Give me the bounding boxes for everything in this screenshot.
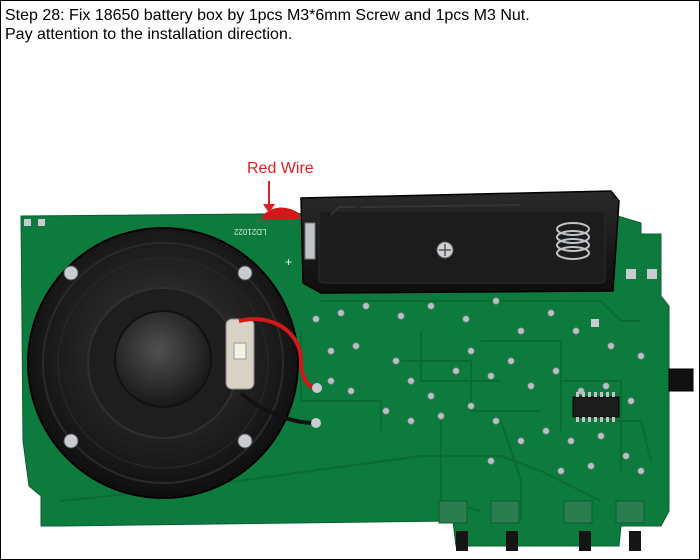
caption: Step 28: Fix 18650 battery box by 1pcs M… [5, 6, 695, 44]
red-wire-cap [263, 207, 299, 219]
battery-holder [300, 190, 620, 294]
black-wire [239, 391, 316, 425]
red-wire [238, 317, 318, 391]
caption-line-1: Step 28: Fix 18650 battery box by 1pcs M… [5, 7, 530, 24]
solder-pads [312, 297, 645, 475]
ic-chip [572, 392, 620, 422]
red-arrow-icon [263, 181, 275, 213]
bottom-connectors [438, 500, 645, 551]
caption-line-2: Pay attention to the installation direct… [5, 26, 293, 43]
side-switch [668, 368, 694, 392]
plus-marking: + [285, 255, 293, 269]
silkscreen-label: LD21022 [234, 227, 267, 236]
red-wire-label: Red Wire [247, 160, 314, 177]
speaker [27, 227, 299, 499]
